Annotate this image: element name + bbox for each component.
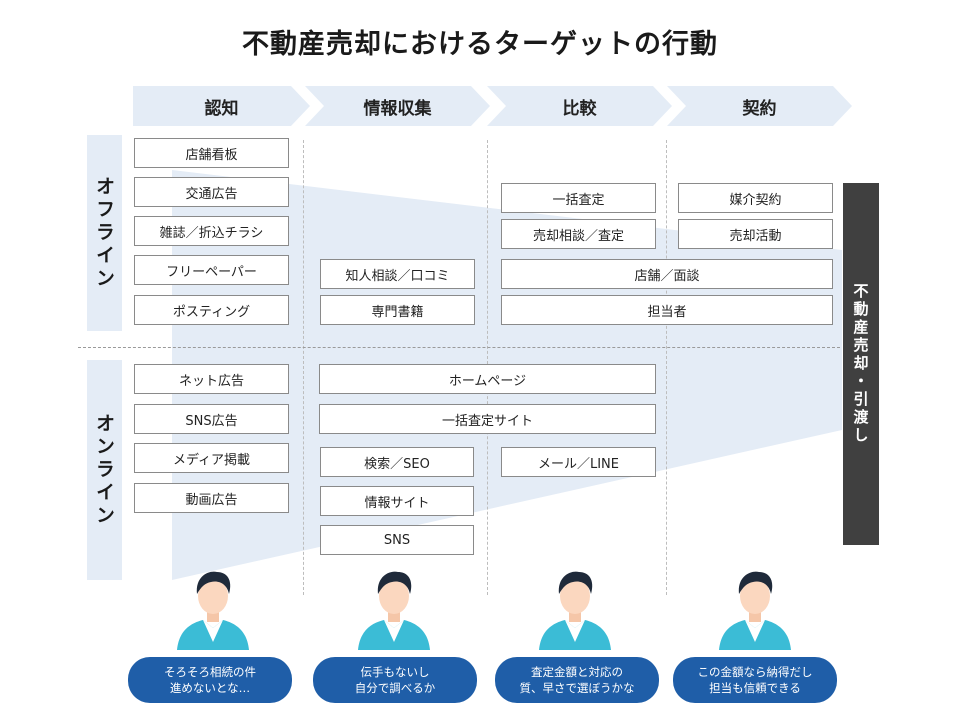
thought-line: 質、早さで選ぼうかな [519,681,635,695]
thought-bubble: 伝手もないし 自分で調べるか [313,657,477,703]
thought-line: 伝手もないし [360,665,430,679]
band-online: オンライン [87,360,122,580]
touchpoint-box: SNS [320,525,474,555]
stage-arrow-shape [305,86,490,126]
touchpoint-box: 雑誌／折込チラシ [134,216,289,246]
touchpoint-box: 専門書籍 [320,295,475,325]
touchpoint-box: 一括査定サイト [319,404,656,434]
touchpoint-box: ポスティング [134,295,289,325]
touchpoint-box: 交通広告 [134,177,289,207]
stage-awareness: 認知 [133,86,310,126]
touchpoint-box: メディア掲載 [134,443,289,473]
band-offline: オフライン [87,135,122,331]
result-bar: 不動産売却・引渡し [843,183,879,545]
stage-arrow-shape [667,86,852,126]
thought-bubble: この金額なら納得だし 担当も信頼できる [673,657,837,703]
thought-line: 査定金額と対応の [531,665,623,679]
person-icon [358,571,430,650]
stage-label: 比較 [562,98,597,119]
touchpoint-box: 売却活動 [678,219,833,249]
stage-arrow-shape [487,86,672,126]
thought-bubble: 査定金額と対応の 質、早さで選ぼうかな [495,657,659,703]
person-icon [719,571,791,650]
stage-label: 契約 [742,98,777,119]
touchpoint-box: フリーペーパー [134,255,289,285]
thought-line: 担当も信頼できる [709,681,801,695]
thought-line: この金額なら納得だし [697,665,813,679]
thought-line: そろそろ相続の件 [164,665,256,679]
person-icon [539,571,611,650]
touchpoint-box: 店舗看板 [134,138,289,168]
touchpoint-box: メール／LINE [501,447,656,477]
stage-label: 認知 [204,98,239,119]
touchpoint-box: 媒介契約 [678,183,833,213]
touchpoint-box: 情報サイト [320,486,474,516]
touchpoint-box: 知人相談／口コミ [320,259,475,289]
row-divider [78,347,840,348]
touchpoint-box: 動画広告 [134,483,289,513]
column-divider [666,140,667,595]
touchpoint-box: ネット広告 [134,364,289,394]
touchpoint-box: 担当者 [501,295,833,325]
touchpoint-box: 店舗／面談 [501,259,833,289]
touchpoint-box: ホームページ [319,364,656,394]
thought-bubble: そろそろ相続の件 進めないとな… [128,657,292,703]
stage-arrow-shape [133,86,310,126]
stage-label: 情報収集 [363,98,432,119]
touchpoint-box: 売却相談／査定 [501,219,656,249]
touchpoint-box: 検索／SEO [320,447,474,477]
touchpoint-box: SNS広告 [134,404,289,434]
stage-contract: 契約 [667,86,852,126]
page-title: 不動産売却におけるターゲットの行動 [242,29,718,60]
column-divider [303,140,304,595]
thought-line: 自分で調べるか [354,681,436,695]
stage-information: 情報収集 [305,86,490,126]
person-icon [177,571,249,650]
touchpoint-box: 一括査定 [501,183,656,213]
stage-compare: 比較 [487,86,672,126]
thought-line: 進めないとな… [169,681,251,695]
